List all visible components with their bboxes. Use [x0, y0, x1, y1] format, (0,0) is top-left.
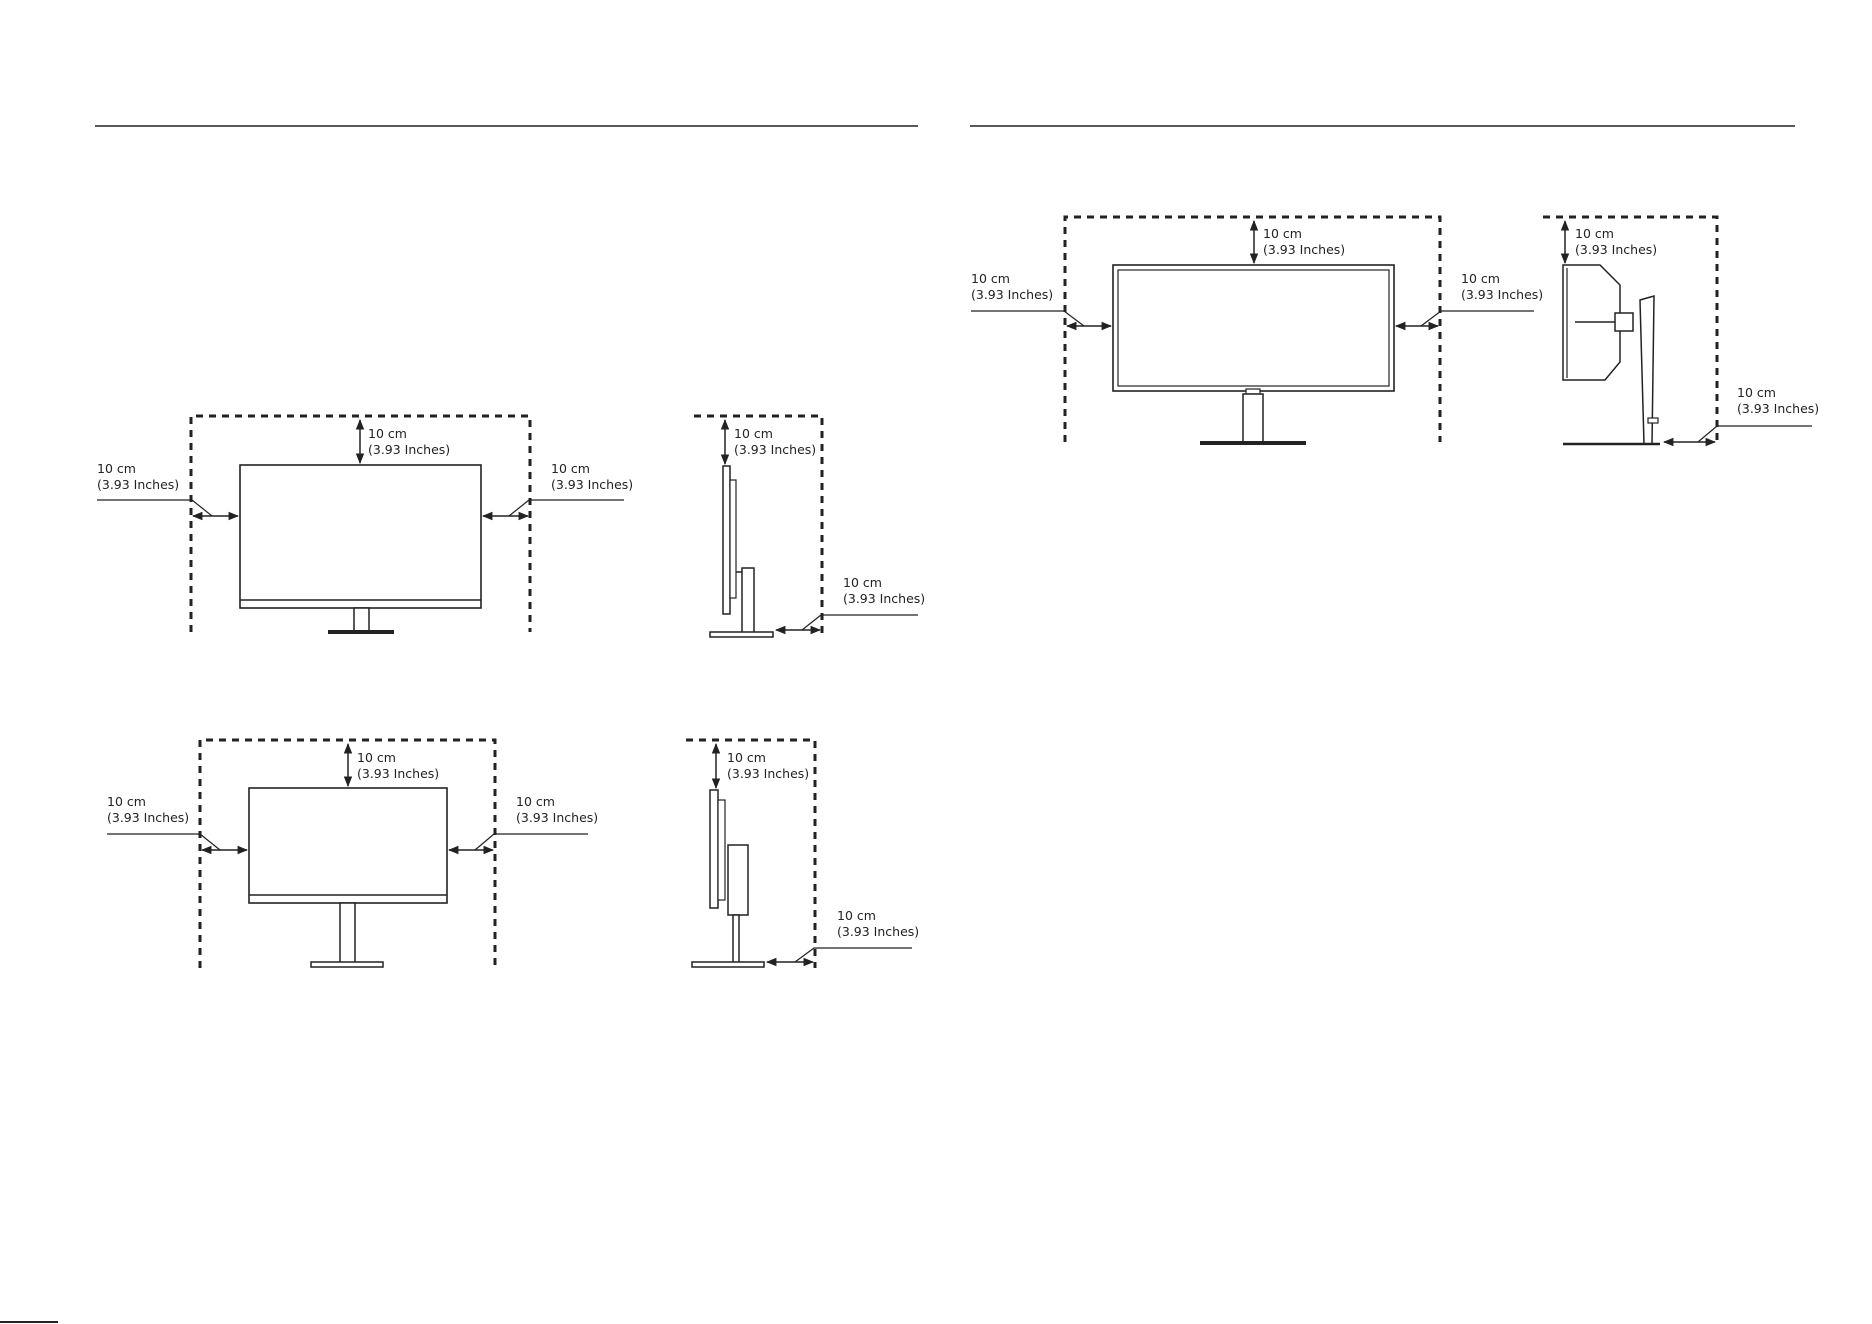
- monitor-back-body: [718, 800, 725, 900]
- stand-base: [692, 962, 764, 967]
- monitor-stand-neck: [354, 608, 369, 631]
- stand-column: [742, 568, 754, 634]
- monitor-side-panel: [710, 790, 718, 908]
- clearance-diagram-left-bottom: 10 cm(3.93 Inches) 10 cm(3.93 Inches) 10…: [107, 740, 919, 968]
- monitor-screen: [1113, 265, 1394, 391]
- side-top-label: 10 cm(3.93 Inches): [734, 426, 816, 457]
- stand-base: [710, 632, 773, 637]
- monitor-stand-base: [311, 962, 383, 967]
- rear-label-leader: [795, 948, 912, 962]
- top-label: 10 cm(3.93 Inches): [357, 750, 439, 781]
- right-label: 10 cm(3.93 Inches): [551, 461, 633, 492]
- side-top-label: 10 cm(3.93 Inches): [727, 750, 809, 781]
- stand-clip: [1648, 418, 1658, 423]
- side-view: 10 cm(3.93 Inches) 10 cm(3.93 Inches): [686, 740, 919, 968]
- monitor-side-panel: [723, 466, 730, 614]
- stand-bracket: [728, 845, 748, 915]
- right-label-leader: [509, 500, 624, 516]
- left-label-leader: [97, 500, 212, 516]
- clearance-diagram-left-top: 10 cm(3.93 Inches) 10 cm(3.93 Inches) 10…: [97, 416, 925, 637]
- monitor-stand-base: [1200, 441, 1306, 445]
- side-view: 10 cm(3.93 Inches) 10 cm(3.93 Inches): [694, 416, 925, 637]
- rear-label-leader: [1698, 426, 1812, 442]
- side-rear-label: 10 cm(3.93 Inches): [837, 908, 919, 939]
- top-label: 10 cm(3.93 Inches): [1263, 226, 1345, 257]
- right-label: 10 cm(3.93 Inches): [1461, 271, 1543, 302]
- rear-label-leader: [802, 615, 918, 630]
- clearance-diagram-right-top: 10 cm(3.93 Inches) 10 cm(3.93 Inches) 10…: [971, 217, 1819, 445]
- monitor-mount-hinge: [1615, 313, 1633, 331]
- front-view: 10 cm(3.93 Inches) 10 cm(3.93 Inches) 10…: [971, 217, 1543, 445]
- monitor-screen: [249, 788, 447, 903]
- side-rear-label: 10 cm(3.93 Inches): [1737, 385, 1819, 416]
- left-label: 10 cm(3.93 Inches): [97, 461, 179, 492]
- monitor-stand-base: [328, 630, 394, 634]
- monitor-back-body: [730, 480, 736, 598]
- front-view: 10 cm(3.93 Inches) 10 cm(3.93 Inches) 10…: [97, 416, 633, 634]
- left-label: 10 cm(3.93 Inches): [107, 794, 189, 825]
- right-label-leader: [475, 834, 588, 850]
- left-label-leader: [107, 834, 220, 850]
- monitor-stand-neck: [340, 903, 355, 965]
- side-view: 10 cm(3.93 Inches) 10 cm(3.93 Inches): [1543, 217, 1819, 444]
- side-top-label: 10 cm(3.93 Inches): [1575, 226, 1657, 257]
- left-label-leader: [971, 311, 1084, 326]
- monitor-screen: [240, 465, 481, 608]
- side-rear-label: 10 cm(3.93 Inches): [843, 575, 925, 606]
- right-label: 10 cm(3.93 Inches): [516, 794, 598, 825]
- right-label-leader: [1421, 311, 1534, 326]
- front-view: 10 cm(3.93 Inches) 10 cm(3.93 Inches) 10…: [107, 740, 598, 968]
- stand-column: [733, 915, 739, 965]
- left-label: 10 cm(3.93 Inches): [971, 271, 1053, 302]
- monitor-stand-neck: [1243, 394, 1263, 442]
- top-label: 10 cm(3.93 Inches): [368, 426, 450, 457]
